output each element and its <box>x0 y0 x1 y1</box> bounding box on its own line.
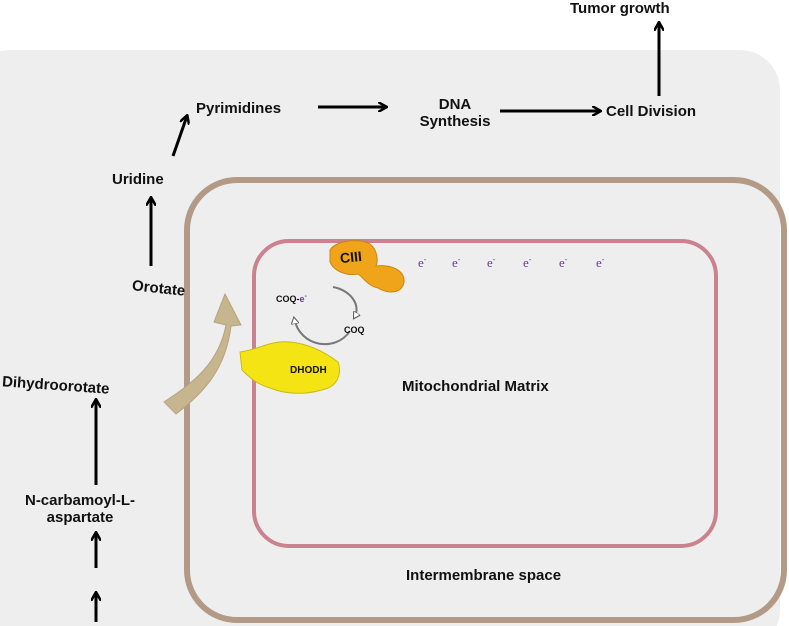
coq-cycle-arrow-lower <box>294 318 351 346</box>
coq-reduced-label: COQ-e- <box>276 292 307 304</box>
carbamoyl-aspartate-label: N-carbamoyl-L- aspartate <box>0 492 160 526</box>
orotate-conversion-arrow <box>163 292 242 415</box>
dna-synthesis-line2: Synthesis <box>419 113 491 130</box>
electron: e- <box>596 255 605 270</box>
cell-background <box>0 50 780 626</box>
electron: e- <box>418 255 427 270</box>
coq-reduced-text: COQ- <box>276 294 300 304</box>
intermembrane-space-label: Intermembrane space <box>406 567 562 584</box>
electron: e- <box>559 255 568 270</box>
electron: e- <box>523 255 532 270</box>
electron: e- <box>452 255 461 270</box>
cell-division-label: Cell Division <box>606 103 697 120</box>
coq-label: COQ <box>344 325 365 335</box>
dhodh-shape <box>239 341 341 394</box>
tumor-growth-label: Tumor growth <box>570 0 670 17</box>
dhodh-label: DHODH <box>290 365 327 376</box>
complex-iii-label: CIII <box>339 247 363 267</box>
coq-reduced-electron: e <box>299 294 305 304</box>
carbamoyl-line2: aspartate <box>46 509 114 526</box>
carbamoyl-line1: N-carbamoyl-L- <box>24 492 136 509</box>
uridine-label: Uridine <box>112 171 164 188</box>
arrow-uridine-to-pyrimidines <box>171 116 187 157</box>
coq-reduced-charge: - <box>304 293 307 300</box>
coq-cycle-arrow-upper <box>332 286 357 318</box>
complex-iii-shape <box>329 240 405 293</box>
mitochondrion-inner-membrane <box>252 239 718 548</box>
dna-synthesis-line1: DNA <box>438 96 472 113</box>
mitochondrial-matrix-label: Mitochondrial Matrix <box>402 378 549 395</box>
pyrimidines-label: Pyrimidines <box>196 100 282 117</box>
electron: e- <box>487 255 496 270</box>
dna-synthesis-label: DNA Synthesis <box>410 96 500 130</box>
